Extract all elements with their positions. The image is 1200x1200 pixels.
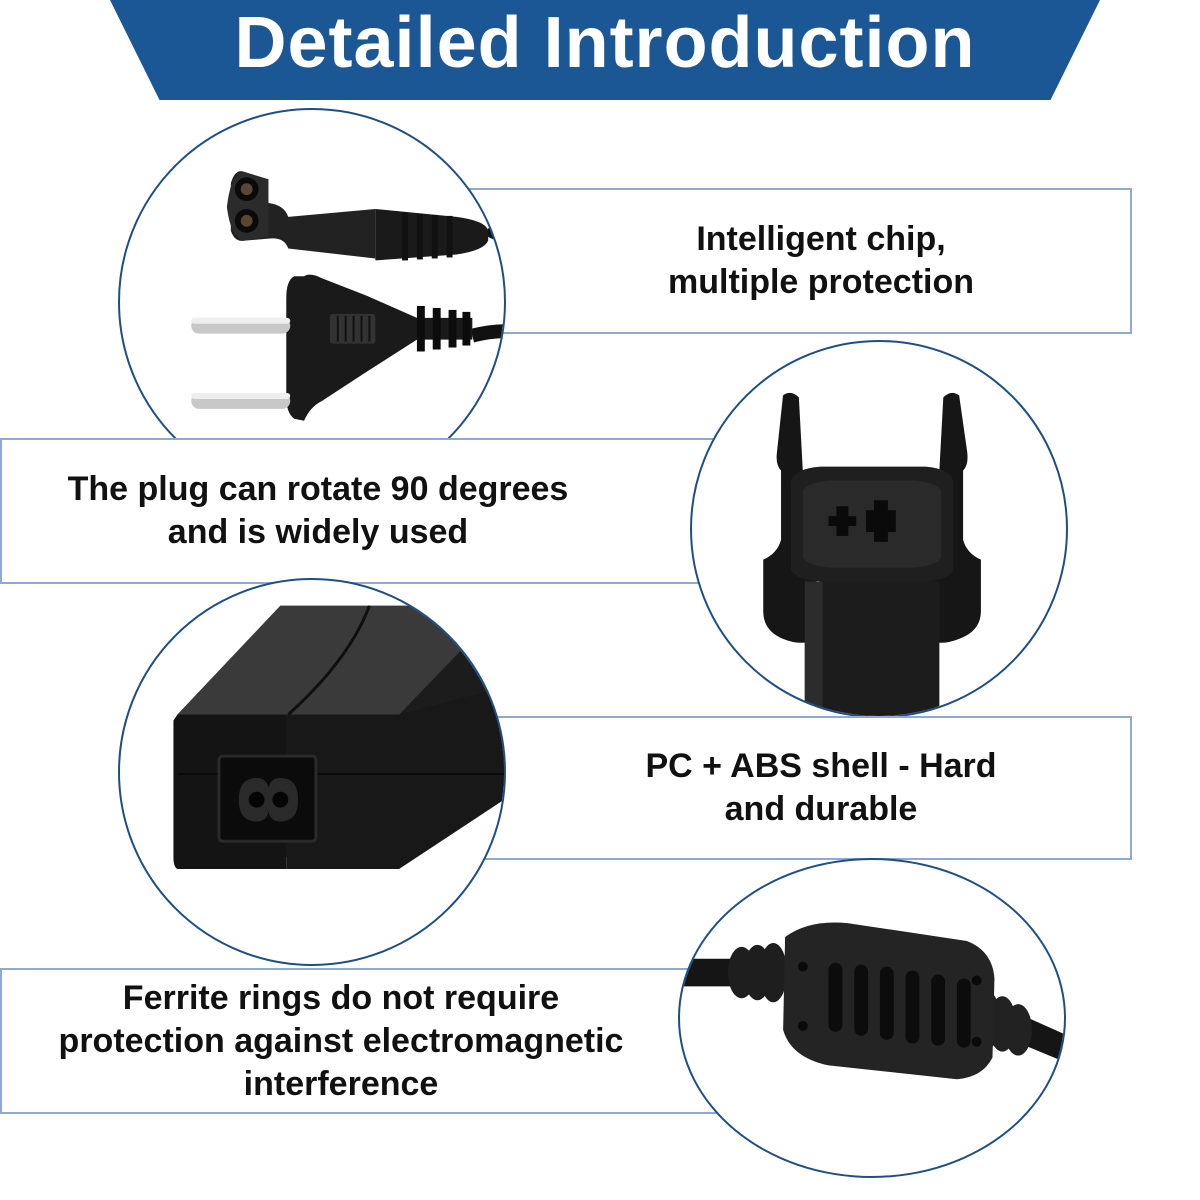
cable-plugs-image xyxy=(118,108,506,496)
feature-text-rotate: The plug can rotate 90 degrees and is wi… xyxy=(67,470,569,551)
ferrite-ring-illustration xyxy=(680,922,1064,1080)
cable-plugs-illustration xyxy=(191,171,504,421)
feature-box-chip: Intelligent chip, multiple protection xyxy=(460,188,1132,334)
feature-text-chip: Intelligent chip, multiple protection xyxy=(668,220,974,301)
header-banner: Detailed Introduction xyxy=(110,0,1100,100)
ferrite-ring-image xyxy=(678,858,1066,1178)
adapter-shell-illustration xyxy=(173,605,504,869)
adapter-shell-image xyxy=(118,578,506,966)
page-title: Detailed Introduction xyxy=(234,3,976,83)
feature-text-ferrite: Ferrite rings do not require protection … xyxy=(58,978,624,1103)
feature-box-rotate: The plug can rotate 90 degrees and is wi… xyxy=(0,438,722,584)
feature-box-ferrite: Ferrite rings do not require protection … xyxy=(0,968,722,1114)
feature-box-shell: PC + ABS shell - Hard and durable xyxy=(460,716,1132,860)
feature-text-shell: PC + ABS shell - Hard and durable xyxy=(645,747,997,828)
rotating-plug-illustration xyxy=(763,392,981,716)
rotating-plug-image xyxy=(690,340,1068,718)
